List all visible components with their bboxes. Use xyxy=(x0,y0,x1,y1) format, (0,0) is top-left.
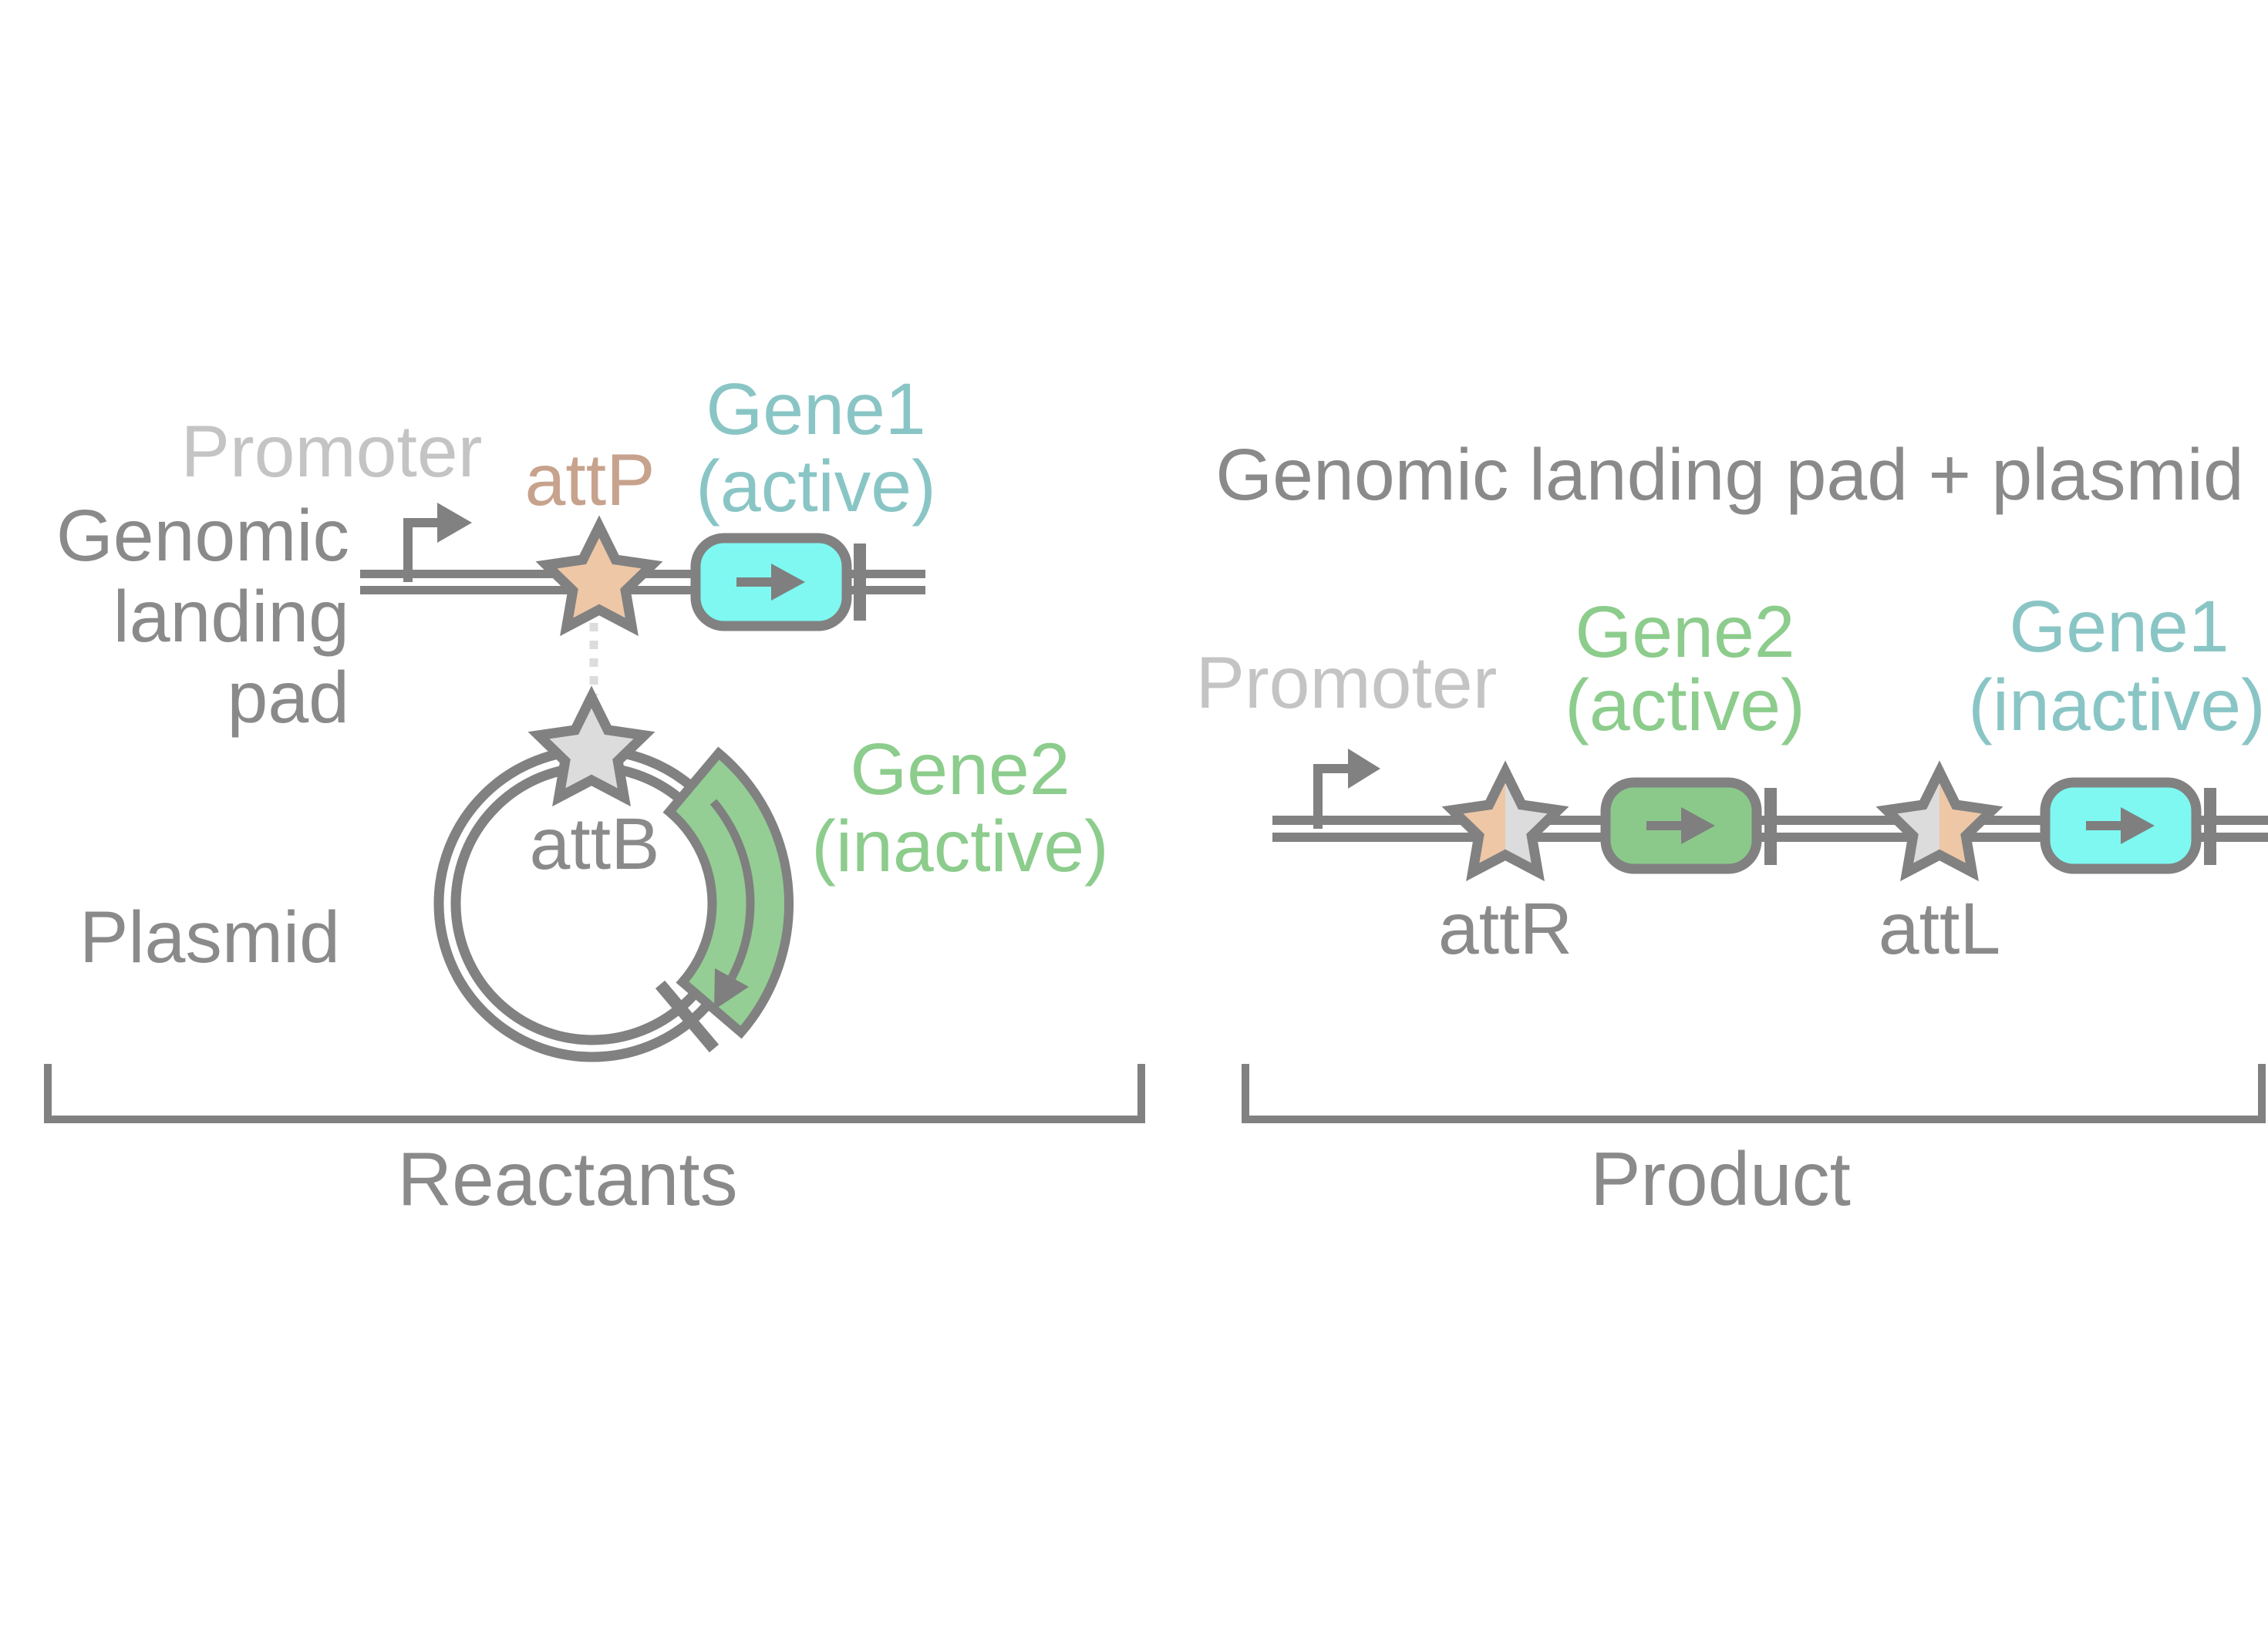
plasmid-label: Plasmid xyxy=(79,897,340,978)
gene2-product-state-label: (active) xyxy=(1565,665,1805,746)
attp-site-star-icon xyxy=(547,527,652,627)
gene1-cassette-left xyxy=(690,533,866,631)
genomic-landing-pad-line3: pad xyxy=(227,657,349,739)
product-title: Genomic landing pad + plasmid xyxy=(1215,434,2243,516)
reactants-bracket xyxy=(44,1064,1145,1123)
gene1-arrow-icon-product xyxy=(2086,807,2155,844)
gene2-product-name-label: Gene2 xyxy=(1575,591,1795,673)
gene1-product-name-label: Gene1 xyxy=(2009,586,2229,668)
attl-site-star-icon xyxy=(1873,761,2006,894)
gene2-plasmid-name-label: Gene2 xyxy=(850,729,1070,810)
gene1-arrow-icon-left xyxy=(736,564,805,601)
gene1-cassette-product xyxy=(2040,777,2216,874)
attp-label: attP xyxy=(525,439,655,521)
attr-label: attR xyxy=(1438,888,1572,970)
gene2-arc-arrow-icon xyxy=(709,799,755,1010)
promoter-label-left: Promoter xyxy=(181,411,483,493)
attb-site-star-icon xyxy=(539,697,645,797)
gene2-arrow-icon-product xyxy=(1646,807,1715,844)
gene2-cassette-product xyxy=(1600,777,1777,874)
terminator-icon-gene2 xyxy=(1764,788,1777,865)
reactants-label: Reactants xyxy=(397,1136,737,1221)
gene1-product-state-label: (inactive) xyxy=(1968,665,2265,746)
attl-label: attL xyxy=(1879,888,2000,970)
plasmid-terminator-icon xyxy=(655,980,719,1053)
terminator-icon-gene1 xyxy=(2204,788,2216,865)
gene2-arc xyxy=(662,746,794,1039)
gene1-left-state-label: (active) xyxy=(696,446,935,527)
genomic-landing-pad-line2: landing xyxy=(113,576,349,658)
attb-label: attB xyxy=(530,803,660,885)
promoter-arrow-icon-left xyxy=(403,503,472,582)
gene1-left-name-label: Gene1 xyxy=(706,369,925,450)
product-label: Product xyxy=(1590,1136,1851,1221)
gene2-plasmid-state-label: (inactive) xyxy=(811,806,1108,887)
genomic-landing-pad-line1: Genomic xyxy=(56,495,349,577)
attr-site-star-icon xyxy=(1439,761,1572,894)
product-bracket xyxy=(1242,1064,2266,1123)
terminator-icon-left xyxy=(854,544,866,621)
genomic-line-bottom-strand xyxy=(360,586,925,594)
product-section: Genomic landing pad + plasmid Promoter G… xyxy=(1196,434,2268,1221)
reactants-section: Promoter attP Gene1 (active) Genomic lan… xyxy=(44,369,1145,1221)
plasmid: attB xyxy=(433,697,794,1062)
promoter-label-right: Promoter xyxy=(1196,642,1498,724)
genomic-landing-pad-label: Genomic landing pad xyxy=(56,495,349,739)
promoter-arrow-icon-right xyxy=(1313,749,1380,829)
